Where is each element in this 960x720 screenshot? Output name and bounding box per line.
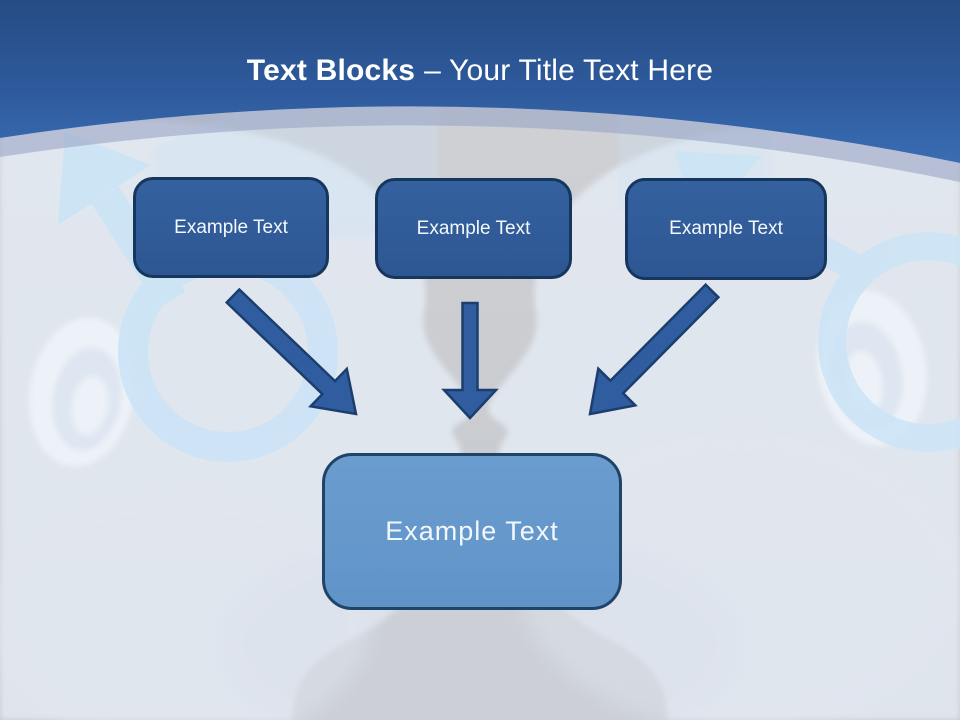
text-block-result: Example Text bbox=[322, 453, 622, 610]
text-block-top-left: Example Text bbox=[133, 177, 329, 278]
text-block-top-right: Example Text bbox=[625, 178, 827, 280]
header-shape bbox=[0, 0, 960, 163]
slide-title-rest: – Your Title Text Here bbox=[424, 54, 714, 87]
arrow-down-icon bbox=[441, 301, 499, 420]
header-band bbox=[0, 106, 960, 182]
text-block-label: Example Text bbox=[416, 217, 531, 239]
ear-left-icon bbox=[29, 317, 135, 467]
slide-title: Text Blocks– Your Title Text Here bbox=[0, 54, 960, 88]
text-block-label: Example Text bbox=[174, 216, 288, 238]
result-block-label: Example Text bbox=[385, 516, 559, 546]
text-block-label: Example Text bbox=[669, 218, 783, 239]
text-block-top-center: Example Text bbox=[375, 178, 572, 279]
arrow-down-right-icon bbox=[224, 287, 358, 416]
arrow-down-left-icon bbox=[588, 282, 721, 416]
slide-title-bold: Text Blocks bbox=[246, 54, 416, 87]
